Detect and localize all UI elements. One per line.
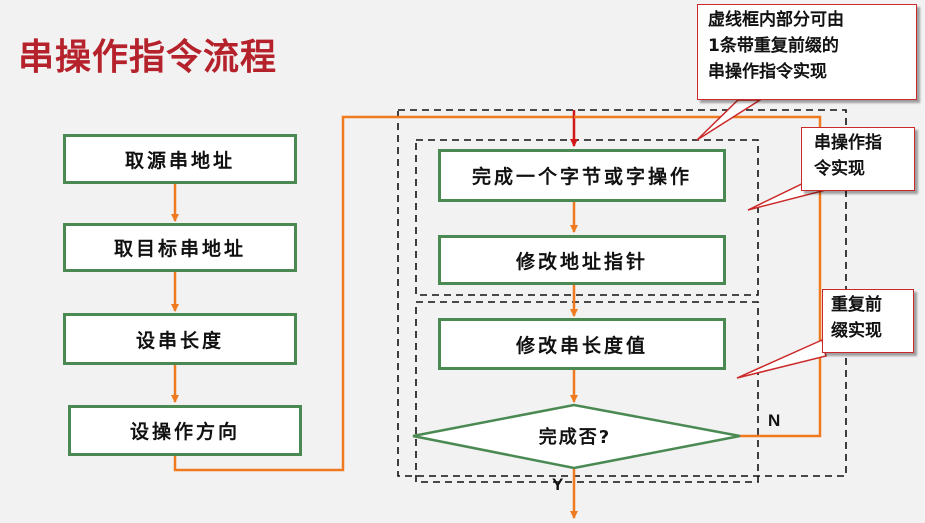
callout-line: 串操作指	[814, 133, 882, 153]
modify-count-frame	[415, 301, 759, 483]
callout-dashed-region: 虚线框内部分可由 1条带重复前缀的 串操作指令实现	[697, 4, 917, 100]
loop-back-no	[574, 115, 822, 438]
string-instruction-frame	[415, 139, 759, 296]
callout-line: 缀实现	[831, 321, 882, 341]
callout-string-instruction: 串操作指 令实现	[801, 127, 915, 191]
step-modify-address-pointer: 修改地址指针	[438, 235, 726, 285]
callout-line: 重复前	[831, 295, 882, 315]
decision-diamond	[412, 403, 741, 470]
callout-pointer-prefix	[736, 338, 827, 379]
step-set-direction: 设操作方向	[68, 405, 302, 456]
label-no: N	[768, 411, 781, 430]
step-byte-word-operation: 完成一个字节或字操作	[438, 149, 726, 202]
label-yes: Y	[552, 475, 564, 494]
callout-line: 令实现	[814, 159, 865, 179]
step-set-length: 设串长度	[63, 313, 297, 365]
connector-to-loop	[173, 115, 574, 472]
step-get-dest-address: 取目标串地址	[63, 223, 297, 272]
callout-line: 虚线框内部分可由	[708, 10, 844, 30]
callout-line: 串操作指令实现	[708, 62, 827, 82]
callout-repeat-prefix: 重复前 缀实现	[822, 289, 914, 353]
callout-line: 1条带重复前缀的	[708, 36, 839, 56]
callout-pointer-dashed	[696, 99, 763, 141]
step-modify-length: 修改串长度值	[438, 318, 726, 370]
step-get-source-address: 取源串地址	[63, 134, 297, 184]
page-title: 串操作指令流程	[18, 37, 278, 78]
decision-label: 完成否?	[538, 427, 612, 448]
